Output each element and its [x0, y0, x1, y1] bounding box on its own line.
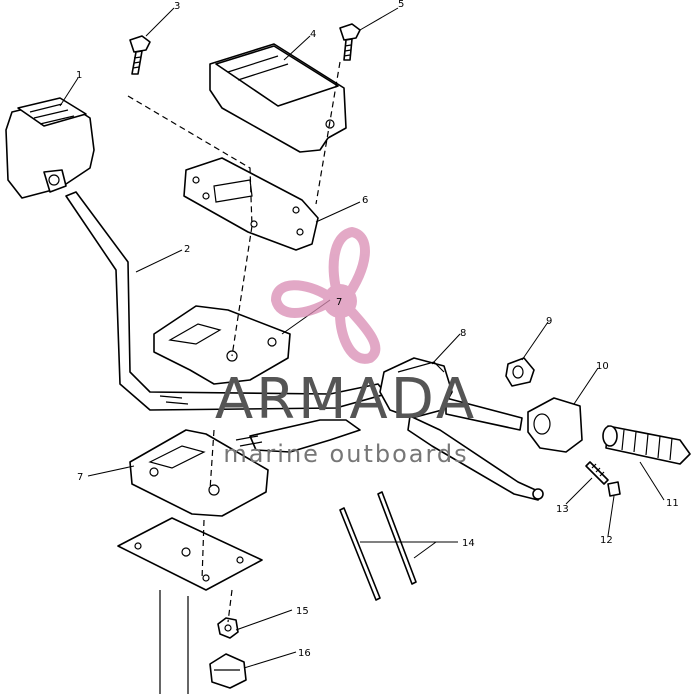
callout-1: 1: [76, 70, 82, 81]
callout-6: 6: [362, 195, 368, 206]
callout-13: 13: [556, 504, 569, 515]
propeller-hub: [323, 284, 357, 318]
watermark-tagline: marine outboards: [223, 440, 468, 468]
part-7-lower-clamp: [129, 429, 269, 517]
propeller-blade-right: [335, 305, 381, 364]
callout-10: 10: [596, 361, 609, 372]
part-8-brake-lever: [379, 357, 544, 501]
mounting-plate: [117, 517, 263, 694]
leader-lines: [59, 7, 665, 669]
callout-5: 5: [398, 0, 404, 10]
callout-7-upper: 7: [336, 297, 342, 308]
propeller-blade-left: [271, 280, 335, 318]
part-16-cap: [209, 653, 247, 689]
callout-14: 14: [462, 538, 475, 549]
callout-2: 2: [184, 244, 190, 255]
assembly-lines: [127, 61, 341, 623]
callout-12: 12: [600, 535, 613, 546]
callout-labels: 1 2 3 4 5 6 7 7 8 9 10 11 12 13 14 15 16: [76, 0, 679, 659]
propeller-blade-top: [328, 227, 370, 303]
part-10-throttle-housing: [527, 397, 583, 453]
part-5-bolt: [339, 23, 361, 61]
part-4-handlebar-pad: [209, 43, 347, 153]
callout-9: 9: [546, 316, 552, 327]
callout-4: 4: [310, 29, 316, 40]
part-12-screw: [607, 481, 621, 497]
part-7-upper-clamp: [153, 305, 291, 385]
part-3-bolt: [129, 35, 151, 75]
callout-15: 15: [296, 606, 309, 617]
part-11-grip: [602, 425, 691, 465]
part-14-cables: [339, 491, 417, 601]
watermark-brand: ARMADA: [215, 367, 477, 432]
callout-8: 8: [460, 328, 466, 339]
part-6-plate: [183, 157, 319, 251]
callout-16: 16: [298, 648, 311, 659]
part-1-switch-housing: [5, 97, 95, 199]
part-2-handlebar: [65, 191, 387, 453]
part-15-nut: [217, 617, 239, 639]
part-13-screw: [585, 461, 609, 485]
callout-11: 11: [666, 498, 679, 509]
part-9-collar: [505, 357, 535, 387]
callout-7-lower: 7: [77, 472, 83, 483]
callout-3: 3: [174, 1, 180, 12]
armada-logo-watermark: [271, 227, 381, 364]
